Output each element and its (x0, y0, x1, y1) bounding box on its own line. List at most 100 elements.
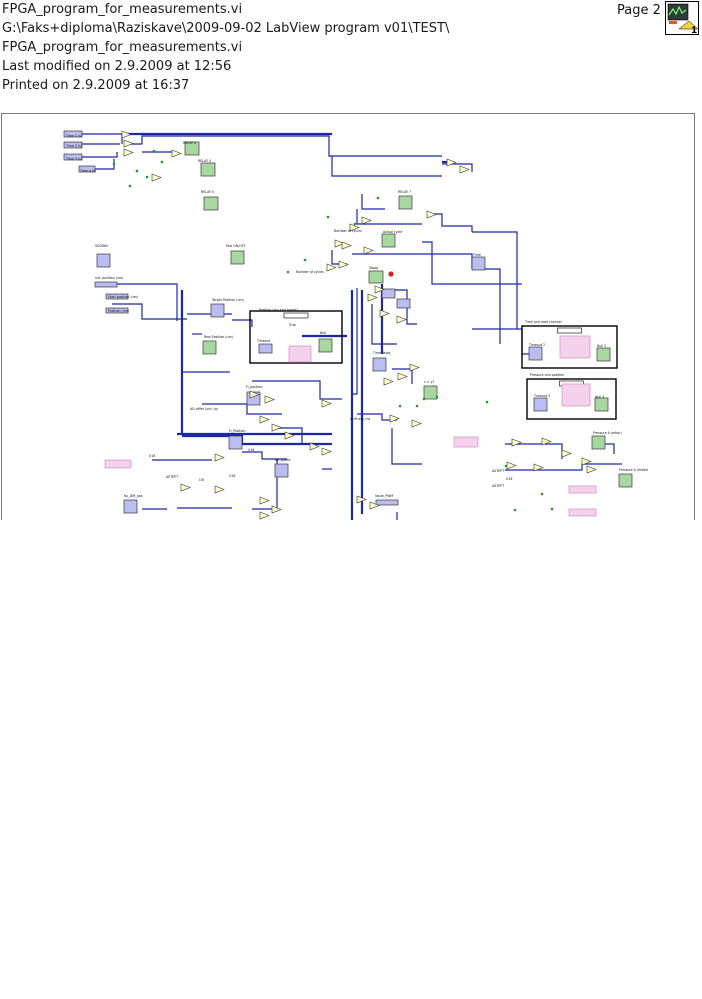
label-time: Time (472, 253, 481, 257)
primitive-node (121, 130, 132, 139)
constant-dot (135, 169, 139, 173)
vi-path: G:\Faks+diploma\Raziskave\2009-09-02 Lab… (2, 21, 450, 36)
primitive-node (214, 453, 225, 462)
terminal-node (104, 459, 132, 469)
case-selector (283, 312, 309, 319)
label-real-position: Real Position (um) (204, 335, 233, 339)
primitive-node (171, 149, 182, 158)
primitive-node (409, 363, 420, 372)
label-x-greater-y: x > y? (424, 380, 434, 384)
primitive-node (356, 495, 367, 504)
wire (127, 135, 442, 157)
wire (391, 428, 422, 465)
label-true-case: True (288, 323, 296, 327)
wire (82, 133, 123, 144)
constant-dot (376, 196, 380, 200)
terminal-node (375, 499, 399, 506)
terminal-node (105, 307, 129, 314)
label-target-position: Target Position (um) (211, 298, 244, 302)
wire (356, 209, 422, 225)
label-pressure-a-limited: Pressure A limited (619, 468, 648, 472)
terminal-node (318, 338, 333, 353)
primitive-node (383, 377, 394, 386)
label-actual-cycle: Actual cycle (383, 230, 402, 234)
label-relay5: RELAY 5 (201, 190, 214, 194)
primitive-node (367, 293, 378, 302)
terminal-node (63, 141, 83, 149)
primitive-node (533, 463, 544, 472)
terminal-node (63, 153, 83, 161)
label-int8-c: ASTEPT (492, 469, 504, 473)
wire (357, 413, 397, 421)
label-relay2: RELAY 2 (183, 141, 196, 145)
constant-dot (303, 258, 307, 262)
terminal-node (96, 253, 111, 268)
label-start-position: Start position (um) (108, 295, 138, 299)
primitive-node (506, 461, 517, 470)
primitive-node (271, 505, 282, 514)
stop-led (388, 271, 394, 277)
primitive-node (259, 415, 270, 424)
label-position-mu-target: Position (mu and target) (259, 308, 298, 312)
primitive-node (374, 285, 385, 294)
labview-vi-icon: 1 (665, 1, 699, 35)
terminal-node (258, 343, 273, 354)
constant-dot (504, 464, 508, 468)
constant-dot (145, 175, 149, 179)
terminal-node (274, 463, 289, 478)
terminal-node (594, 397, 609, 412)
wire (432, 213, 473, 232)
terminal-node (596, 347, 611, 362)
terminal-node (423, 385, 438, 400)
constant-dot (422, 397, 426, 401)
label-kp-diff-pos: Kp_Diff_pos (124, 494, 143, 498)
constant-dot (353, 222, 357, 226)
primitive-node (511, 438, 522, 447)
primitive-node (379, 309, 390, 318)
terminal-node (288, 345, 312, 363)
terminal-node (210, 303, 225, 318)
wire (361, 194, 385, 210)
printed-date: Printed on 2.9.2009 at 16:37 (2, 78, 190, 93)
wire (82, 152, 118, 158)
terminal-node (453, 436, 479, 448)
label-u16-c: U16 (248, 448, 254, 452)
terminal-node (94, 281, 118, 288)
wire-bundle (182, 434, 332, 446)
label-int8-a: ASTEPT (166, 475, 178, 479)
label-shift-ads: Shift ads_ms (350, 417, 371, 421)
case-structure (526, 378, 617, 420)
terminal-node (368, 270, 384, 284)
primitive-node (338, 260, 349, 269)
label-pressure-a: Pressure A (mbar) (593, 431, 622, 435)
label-position: Position (um) (108, 309, 129, 313)
constant-dot (128, 184, 132, 188)
primitive-node (309, 442, 320, 451)
terminal-node (202, 340, 217, 355)
primitive-node (321, 399, 332, 408)
primitive-node (341, 241, 352, 250)
wire (472, 231, 518, 329)
constant-dot (398, 404, 402, 408)
wire (505, 463, 622, 471)
constant-dot (415, 404, 419, 408)
file-name: FPGA_program_for_measurements.vi (2, 40, 243, 55)
primitive-node (180, 483, 191, 492)
primitive-node (361, 216, 372, 225)
wire (202, 403, 282, 415)
terminal-node (78, 165, 96, 173)
terminal-node (528, 346, 543, 361)
constant-dot (513, 508, 517, 512)
label-time4: Time 4 (s) (79, 169, 96, 173)
primitive-node (349, 223, 360, 232)
label-time-delay: Time delay (372, 351, 391, 355)
wire (422, 241, 522, 285)
primitive-node (581, 457, 592, 466)
label-value-pwm: Value_PWM (375, 494, 393, 498)
primitive-node (397, 372, 408, 381)
wire (112, 303, 187, 320)
terminal-node (591, 435, 606, 450)
label-null2: Null 2 (597, 344, 606, 348)
wire (232, 319, 253, 327)
wire (442, 163, 473, 172)
